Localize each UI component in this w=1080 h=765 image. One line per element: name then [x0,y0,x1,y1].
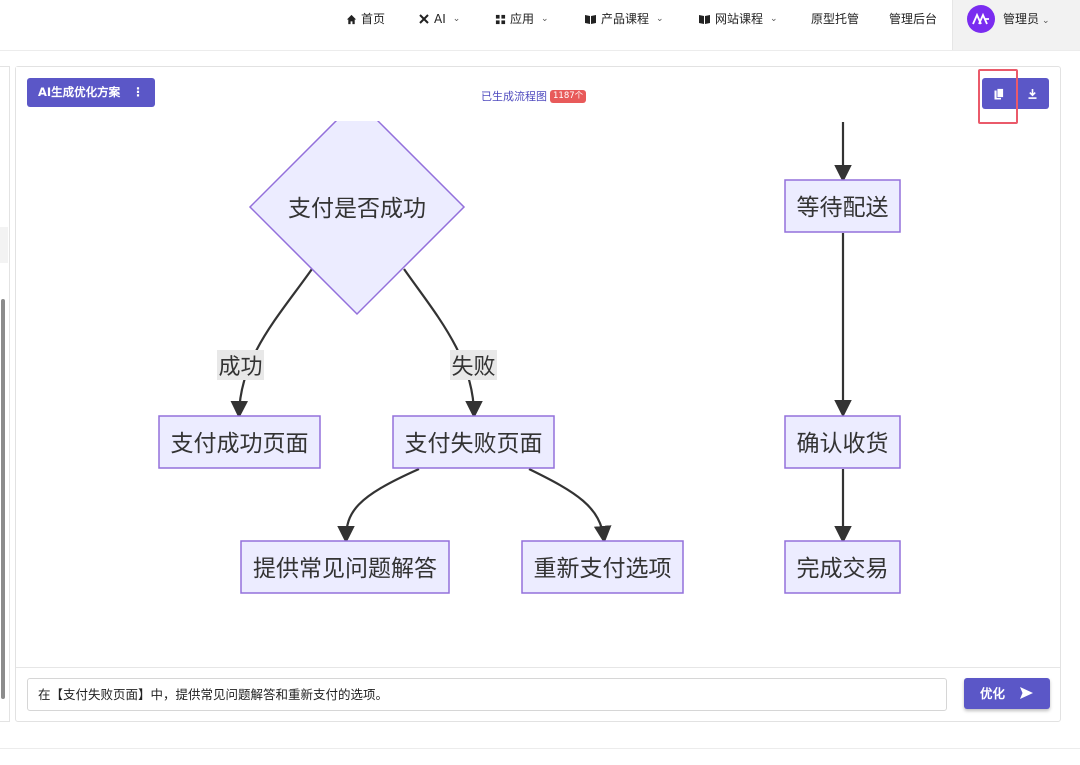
nav-prototype-hosting[interactable]: 原型托管 [811,0,859,38]
generated-label: 已生成流程图 [481,90,547,103]
edge-fail-to-faq [337,467,420,544]
node-wait-delivery-label: 等待配送 [797,195,889,221]
apps-grid-icon [495,14,506,24]
book-icon [699,14,710,24]
node-pay-fail-page[interactable]: 支付失败页面 [392,415,555,469]
edge-label-fail-text: 失败 [451,355,495,380]
avatar [967,5,995,33]
copy-icon [994,87,1004,99]
edge-question-to-fail [403,268,483,419]
node-faq[interactable]: 提供常见问题解答 [240,540,450,594]
ai-optimize-label: AI生成优化方案 [38,85,121,99]
edge-question-to-success [230,268,313,419]
flowchart-panel: 成功 失败 支付是否成功 等待配送 支付成功页面 支付失败页面 确认收货 [15,66,1061,722]
prompt-input[interactable]: 在【支付失败页面】中，提供常见问题解答和重新支付的选项。 [27,678,947,711]
diagram-clip-top [16,67,916,121]
node-confirm-receipt-label: 确认收货 [797,431,889,457]
optimize-button[interactable]: 优化 [964,678,1050,709]
node-complete[interactable]: 完成交易 [784,540,901,594]
sidebar-scrollbar[interactable] [1,299,5,699]
edge-label-success: 成功 [217,350,264,380]
chevron-down-icon: ⌄ [541,14,549,24]
download-button[interactable] [1016,78,1049,109]
chevron-down-icon: ⌄ [452,14,461,24]
decision-node-label: 支付是否成功 [288,196,426,222]
send-icon [1020,687,1033,699]
decision-node-pay-success[interactable] [248,98,466,316]
node-wait-delivery[interactable]: 等待配送 [784,179,901,233]
nav-apps-label: 应用 [510,12,535,26]
nav-admin-backend-label: 管理后台 [889,12,938,26]
top-navbar: 首页 AI ⌄ 应用 ⌄ 产品课程 ⌄ 网站课程 ⌄ 原型托管 管理后台 管理员… [0,0,1080,51]
node-pay-success-page-label: 支付成功页面 [171,431,309,457]
nav-ai[interactable]: AI ⌄ [418,0,460,38]
user-name: 管理员⌄ [1003,0,1050,40]
user-menu[interactable]: 管理员⌄ [952,0,1080,50]
flowchart-diagram: 成功 失败 支付是否成功 等待配送 支付成功页面 支付失败页面 确认收货 [16,67,916,594]
node-repay[interactable]: 重新支付选项 [521,540,684,594]
chevron-down-icon: ⌄ [770,14,778,24]
chevron-down-icon: ⌄ [1042,16,1050,26]
nav-apps[interactable]: 应用 ⌄ [495,0,549,38]
more-options-icon[interactable]: ⋮ [132,85,144,99]
copy-button[interactable] [982,78,1016,109]
node-pay-fail-page-label: 支付失败页面 [405,431,543,457]
home-icon [346,14,357,24]
generated-status: 已生成流程图 1187个 [481,88,587,104]
left-sidebar-collapsed [0,66,10,722]
nav-admin-backend[interactable]: 管理后台 [889,0,937,38]
input-divider [16,667,1060,668]
edge-label-success-text: 成功 [218,355,262,380]
nav-website-courses[interactable]: 网站课程 ⌄ [698,0,778,38]
optimize-label: 优化 [980,686,1006,701]
nav-product-courses-label: 产品课程 [601,12,650,26]
nav-home[interactable]: 首页 [346,0,385,38]
node-repay-label: 重新支付选项 [534,556,672,582]
node-complete-label: 完成交易 [797,556,889,582]
copy-button-highlight [978,69,1018,124]
brand-logo-icon [972,13,989,25]
book-icon [585,14,596,24]
ai-optimize-button[interactable]: AI生成优化方案 ⋮ [27,78,155,107]
count-badge: 1187个 [550,89,587,103]
user-name-label: 管理员 [1003,12,1040,26]
node-pay-success-page[interactable]: 支付成功页面 [158,415,321,469]
sidebar-active-item[interactable] [0,227,8,263]
download-icon [1028,88,1037,99]
edge-fail-to-repay [528,468,612,544]
nav-product-courses[interactable]: 产品课程 ⌄ [584,0,664,38]
nav-ai-label: AI [434,12,446,26]
nav-home-label: 首页 [361,12,386,26]
nav-website-courses-label: 网站课程 [715,12,764,26]
chevron-down-icon: ⌄ [656,14,664,24]
node-confirm-receipt[interactable]: 确认收货 [784,415,901,469]
nav-prototype-hosting-label: 原型托管 [811,12,860,26]
node-faq-label: 提供常见问题解答 [253,556,437,582]
page-bottom-divider [0,748,1080,749]
edge-label-fail: 失败 [450,350,497,380]
tools-icon [419,14,429,24]
